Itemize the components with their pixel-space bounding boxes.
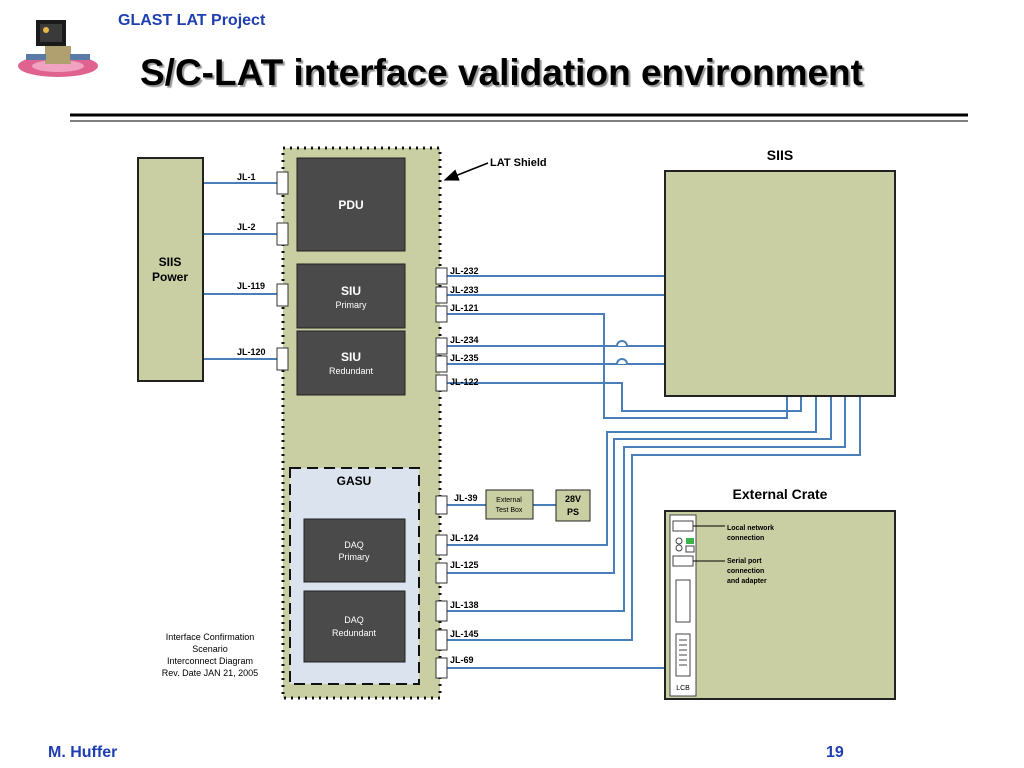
local-network-label: connection: [727, 535, 764, 542]
serial-port-icon: [672, 555, 694, 567]
connector-label: JL-1: [237, 172, 256, 182]
serial-port-label: connection: [727, 568, 764, 575]
connector-label: JL-235: [450, 353, 479, 363]
daq-redundant-label: Redundant: [332, 628, 377, 638]
daq-redundant-box: [303, 590, 406, 663]
siu-redundant-sub: Redundant: [329, 366, 374, 376]
connector-label: JL-122: [450, 377, 479, 387]
glast-logo: [18, 20, 98, 77]
daq-primary-label: DAQ: [344, 540, 364, 550]
daq-redundant-label: DAQ: [344, 615, 364, 625]
wire-crossings: [616, 340, 628, 365]
siu-primary-label: SIU: [341, 284, 361, 298]
siu-primary-sub: Primary: [336, 300, 367, 310]
connector-label: JL-39: [454, 493, 478, 503]
local-network-label: Local network: [727, 525, 774, 532]
siu-redundant-box: [296, 330, 406, 396]
siis-power-box: [137, 157, 204, 382]
siis-title: SIIS: [767, 147, 793, 163]
lcb-label: LCB: [676, 685, 690, 692]
lat-shield-label: LAT Shield: [490, 157, 547, 169]
daq-primary-box: [303, 518, 406, 583]
serial-port-label: and adapter: [727, 578, 767, 585]
diagram-note: Scenario: [192, 644, 228, 654]
connector-label: JL-2: [237, 222, 256, 232]
status-led-icon: [686, 538, 694, 544]
footer-page-number: 19: [826, 744, 844, 761]
connector-label: JL-125: [450, 560, 479, 570]
network-port-icon: [672, 520, 694, 532]
connector-label: JL-120: [237, 347, 266, 357]
pdu-label: PDU: [338, 198, 363, 212]
external-test-box: [485, 489, 534, 520]
connector-label: JL-121: [450, 303, 479, 313]
connector-label: JL-232: [450, 266, 479, 276]
diagram-note: Interface Confirmation: [166, 632, 255, 642]
connector-label: JL-138: [450, 600, 479, 610]
siu-redundant-label: SIU: [341, 350, 361, 364]
ps-28v-box: [555, 489, 591, 522]
pdu-box: [296, 157, 406, 252]
led-icon: [675, 544, 683, 552]
connector-label: JL-124: [450, 533, 479, 543]
led-icon: [675, 537, 683, 545]
siis-power-label: SIIS: [159, 255, 182, 269]
connector-label: JL-233: [450, 285, 479, 295]
project-name: GLAST LAT Project: [118, 12, 266, 29]
ps-28v-label: PS: [567, 507, 579, 517]
siu-primary-box: [296, 263, 406, 329]
page-title: S/C-LAT interface validation environment: [140, 52, 863, 93]
connector-label: JL-234: [450, 335, 479, 345]
external-test-box-label: Test Box: [496, 507, 523, 514]
wires: [203, 182, 861, 669]
connector-label: JL-69: [450, 655, 474, 665]
lat-shield-arrow: [443, 162, 489, 181]
external-crate-box: [664, 510, 896, 700]
left-connectors: [276, 171, 289, 371]
daq-primary-label: Primary: [339, 552, 370, 562]
connector-label: JL-145: [450, 629, 479, 639]
ps-28v-label: 28V: [565, 494, 581, 504]
gasu-label: GASU: [337, 474, 372, 488]
external-test-box-label: External: [496, 497, 522, 504]
footer-author: M. Huffer: [48, 744, 118, 761]
connector-label: JL-119: [237, 281, 265, 291]
siis-power-label: Power: [152, 270, 188, 284]
external-crate-title: External Crate: [733, 486, 828, 502]
serial-port-label: Serial port: [727, 558, 762, 565]
siis-box: [664, 170, 896, 397]
diagram-note: Interconnect Diagram: [167, 656, 253, 666]
diagram-note: Rev. Date JAN 21, 2005: [162, 668, 258, 678]
right-connectors: [435, 267, 448, 679]
